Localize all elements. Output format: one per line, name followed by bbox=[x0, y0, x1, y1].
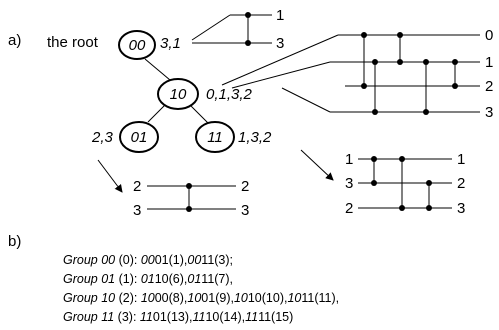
left-label-3: 3 bbox=[345, 175, 353, 192]
callout-line bbox=[281, 87, 331, 113]
tree-node-00: 00 bbox=[118, 30, 156, 60]
left-label-2: 2 bbox=[345, 200, 353, 217]
group-index: (3): bbox=[114, 310, 140, 324]
network-01: 2 3 2 3 bbox=[97, 159, 249, 219]
entry-prefix: 11 bbox=[193, 310, 206, 324]
group-line: Group 01 (1): 0110(6),0111(7), bbox=[63, 272, 233, 286]
comparator-dot bbox=[245, 40, 251, 46]
entry-value: 10(10), bbox=[248, 291, 288, 305]
wire-label-1: 1 bbox=[276, 7, 284, 24]
edge-00-10 bbox=[144, 58, 171, 81]
group-index: (1): bbox=[115, 272, 141, 286]
wire-label-3: 3 bbox=[276, 35, 284, 52]
left-label-1: 1 bbox=[345, 151, 353, 168]
right-label-2: 2 bbox=[241, 178, 249, 195]
wire-label-1: 1 bbox=[485, 54, 493, 71]
group-name: Group 01 bbox=[63, 272, 115, 286]
entry-value: 00(8), bbox=[155, 291, 188, 305]
entry-prefix: 00 bbox=[187, 253, 201, 267]
right-label-1: 1 bbox=[457, 151, 465, 168]
entry-value: 01(1), bbox=[155, 253, 188, 267]
right-label-3: 3 bbox=[457, 200, 465, 217]
group-line: Group 10 (2): 1000(8),1001(9),1010(10),1… bbox=[63, 291, 339, 305]
group-index: (0): bbox=[115, 253, 141, 267]
root-caption: the root bbox=[47, 34, 99, 51]
node-00-network-labels: 3,1 bbox=[160, 35, 181, 52]
left-label-3: 3 bbox=[133, 202, 141, 219]
right-label-3: 3 bbox=[241, 202, 249, 219]
wire-label-0: 0 bbox=[485, 27, 493, 44]
entry-prefix: 10 bbox=[287, 291, 301, 305]
entry-value: 11(15) bbox=[258, 310, 293, 324]
entry-prefix: 10 bbox=[234, 291, 248, 305]
group-line: Group 11 (3): 1101(13),1110(14),1111(15) bbox=[63, 310, 293, 324]
right-label-2: 2 bbox=[457, 175, 465, 192]
network-11: 1 3 2 1 2 3 bbox=[300, 149, 465, 217]
group-name: Group 00 bbox=[63, 253, 115, 267]
group-name: Group 11 bbox=[63, 310, 114, 324]
part-b-label: b) bbox=[8, 233, 21, 250]
node-00-label: 00 bbox=[129, 37, 146, 54]
tree-node-10: 10 bbox=[157, 78, 199, 110]
group-list: Group 00 (0): 0001(1),0011(3);Group 01 (… bbox=[63, 253, 339, 324]
group-index: (2): bbox=[115, 291, 141, 305]
entry-value: 10(6), bbox=[155, 272, 188, 286]
node-01-network-labels: 2,3 bbox=[91, 129, 114, 146]
node-10-label: 10 bbox=[170, 86, 187, 103]
entry-value: 11(3); bbox=[201, 253, 233, 267]
arrow bbox=[300, 149, 334, 181]
callout-line bbox=[191, 14, 231, 41]
entry-value: 01(13), bbox=[153, 310, 193, 324]
entry-prefix: 10 bbox=[187, 291, 201, 305]
entry-prefix: 01 bbox=[141, 272, 155, 286]
entry-prefix: 11 bbox=[245, 310, 258, 324]
tree-node-01: 01 bbox=[119, 121, 159, 153]
tree-node-11: 11 bbox=[195, 121, 235, 153]
edge-10-01 bbox=[147, 104, 166, 123]
group-name: Group 10 bbox=[63, 291, 115, 305]
node-10-network-labels: 0,1,3,2 bbox=[206, 86, 253, 103]
edge-10-11 bbox=[189, 104, 209, 124]
node-11-label: 11 bbox=[207, 129, 223, 146]
left-label-2: 2 bbox=[133, 178, 141, 195]
node-01-label: 01 bbox=[131, 129, 148, 146]
node-11-network-labels: 1,3,2 bbox=[238, 129, 272, 146]
callout-line bbox=[231, 61, 331, 89]
network-root: 1 3 bbox=[191, 7, 284, 52]
part-a-label: a) bbox=[8, 32, 21, 49]
entry-value: 11(7), bbox=[201, 272, 233, 286]
group-line: Group 00 (0): 0001(1),0011(3); bbox=[63, 253, 233, 267]
entry-prefix: 11 bbox=[140, 310, 153, 324]
comparator-dot bbox=[245, 12, 251, 18]
wire-label-2: 2 bbox=[485, 78, 493, 95]
network-10: 0 1 2 3 bbox=[221, 27, 493, 121]
entry-prefix: 01 bbox=[187, 272, 201, 286]
wire-label-3: 3 bbox=[485, 104, 493, 121]
arrow bbox=[97, 159, 123, 193]
entry-value: 01(9), bbox=[201, 291, 234, 305]
entry-value: 11(11), bbox=[301, 291, 339, 305]
entry-prefix: 10 bbox=[141, 291, 155, 305]
entry-prefix: 00 bbox=[141, 253, 155, 267]
tree-edges bbox=[144, 58, 209, 124]
entry-value: 10(14), bbox=[205, 310, 245, 324]
callout-line bbox=[221, 34, 339, 86]
